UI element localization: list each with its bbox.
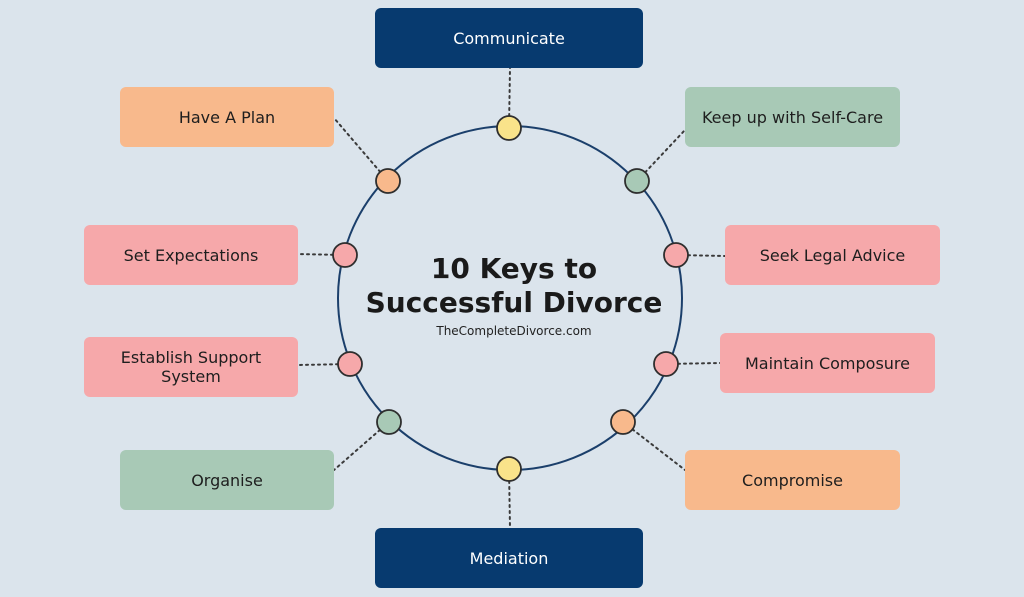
center-title-line-1: 10 Keys to (430, 252, 598, 285)
key-label-mediation: Mediation (469, 548, 549, 568)
key-box-seek-legal-advice: Seek Legal Advice (725, 225, 940, 285)
key-box-have-a-plan: Have A Plan (120, 87, 334, 147)
key-label-keep-up-with-self-care: Keep up with Self-Care (701, 107, 884, 127)
connector-mediation (508, 468, 511, 529)
center-title: 10 Keys to Successful Divorce (336, 252, 692, 320)
key-label-seek-legal-advice: Seek Legal Advice (759, 245, 906, 265)
key-box-mediation: Mediation (375, 528, 643, 588)
node-establish-support-system (337, 351, 363, 377)
key-box-maintain-composure: Maintain Composure (720, 333, 935, 393)
connector-compromise (622, 421, 686, 471)
node-set-expectations (332, 242, 358, 268)
key-box-organise: Organise (120, 450, 334, 510)
key-label-set-expectations: Set Expectations (123, 245, 259, 265)
key-box-compromise: Compromise (685, 450, 900, 510)
key-box-set-expectations: Set Expectations (84, 225, 298, 285)
node-compromise (610, 409, 636, 435)
node-organise (376, 409, 402, 435)
node-mediation (496, 456, 522, 482)
key-label-maintain-composure: Maintain Composure (745, 353, 910, 373)
node-have-a-plan (375, 168, 401, 194)
key-label-establish-support-system: Establish Support System (120, 348, 262, 386)
center-subtitle: TheCompleteDivorce.com (436, 324, 592, 338)
center-title-line-2: Successful Divorce (365, 286, 663, 319)
key-label-organise: Organise (191, 470, 263, 490)
key-box-keep-up-with-self-care: Keep up with Self-Care (685, 87, 900, 147)
key-box-communicate: Communicate (375, 8, 643, 68)
key-label-communicate: Communicate (453, 28, 565, 48)
key-box-establish-support-system: Establish Support System (84, 337, 298, 397)
node-maintain-composure (653, 351, 679, 377)
connector-have-a-plan (333, 117, 389, 182)
key-label-compromise: Compromise (742, 470, 843, 490)
node-communicate (496, 115, 522, 141)
key-label-have-a-plan: Have A Plan (178, 107, 276, 127)
node-seek-legal-advice (663, 242, 689, 268)
connector-communicate (508, 67, 511, 129)
node-keep-up-with-self-care (624, 168, 650, 194)
